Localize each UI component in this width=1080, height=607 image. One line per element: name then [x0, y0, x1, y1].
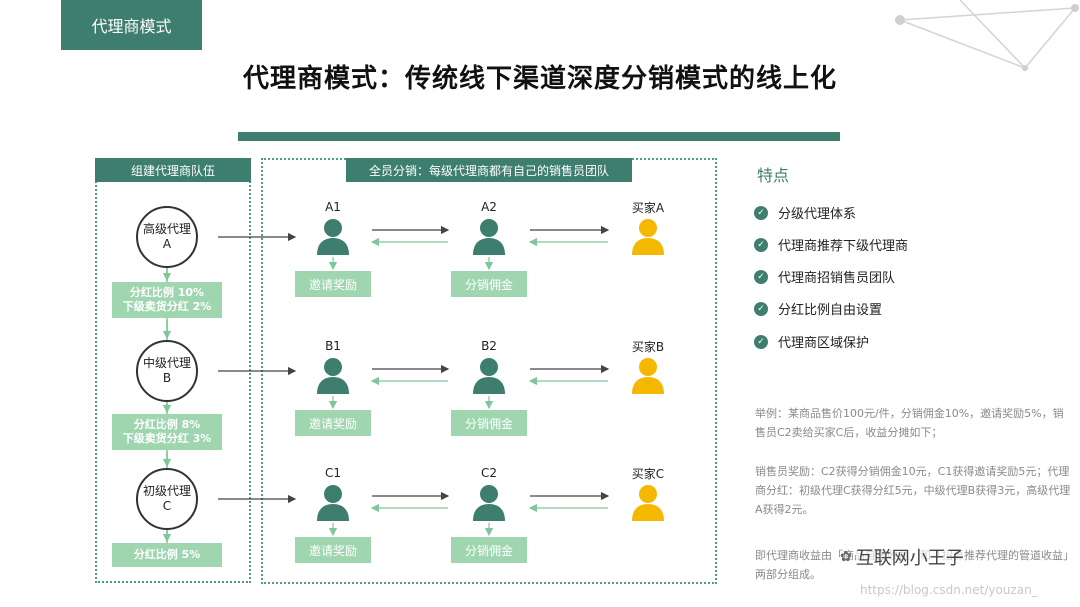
feature-item: ✓代理商招销售员团队	[754, 267, 895, 286]
commission-label: 分销佣金	[451, 410, 527, 436]
commission-label: 分销佣金	[451, 271, 527, 297]
check-icon: ✓	[754, 301, 768, 316]
watermark-text: ✿ 互联网小王子	[840, 544, 964, 570]
buyer-icon	[632, 358, 664, 394]
agent-letter: C	[162, 499, 172, 513]
salesperson-icon	[473, 219, 505, 255]
reward-note: 销售员奖励：C2获得分销佣金10元，C1获得邀请奖励5元；代理商分红：初级代理C…	[755, 465, 1071, 516]
salesperson-icon	[315, 483, 351, 525]
feature-item: ✓代理商推荐下级代理商	[754, 235, 908, 254]
agent-team-header: 组建代理商队伍	[95, 158, 251, 182]
salesperson-label: B1	[325, 339, 341, 353]
buyer-icon	[630, 217, 666, 259]
agent-letter: A	[162, 237, 172, 251]
check-icon: ✓	[754, 237, 768, 252]
section-tag: 代理商模式	[61, 0, 202, 50]
title-underline	[238, 132, 840, 141]
sales-team-header: 全员分销：每级代理商都有自己的销售员团队	[346, 158, 632, 182]
invite-reward-label: 邀请奖励	[295, 271, 371, 297]
salesperson-icon	[473, 485, 505, 521]
agent-node-junior: 初级代理 C	[136, 468, 198, 530]
salesperson-icon	[315, 356, 351, 398]
buyer-icon	[632, 219, 664, 255]
feature-item: ✓分红比例自由设置	[754, 299, 882, 318]
salesperson-icon	[473, 358, 505, 394]
sub-share-ratio: 下级卖货分红 2%	[122, 300, 212, 313]
commission-label: 分销佣金	[451, 537, 527, 563]
salesperson-label: A2	[481, 200, 497, 214]
check-icon: ✓	[754, 205, 768, 220]
check-icon: ✓	[754, 334, 768, 349]
invite-reward-label: 邀请奖励	[295, 537, 371, 563]
buyer-icon	[632, 485, 664, 521]
share-ratio: 分红比例 8%	[133, 418, 201, 431]
salesperson-icon	[317, 358, 349, 394]
agent-name: 高级代理	[142, 222, 191, 236]
salesperson-icon	[315, 217, 351, 259]
check-icon: ✓	[754, 269, 768, 284]
salesperson-label: C1	[324, 466, 341, 480]
salesperson-icon	[471, 217, 507, 259]
salesperson-icon	[471, 356, 507, 398]
share-box-middle: 分红比例 8% 下级卖货分红 3%	[112, 414, 222, 450]
share-ratio: 分红比例 5%	[133, 548, 201, 561]
buyer-label: 买家A	[631, 201, 665, 215]
invite-reward-label: 邀请奖励	[295, 410, 371, 436]
feature-item: ✓分级代理体系	[754, 203, 856, 222]
agent-name: 初级代理	[142, 484, 191, 498]
agent-node-middle: 中级代理 B	[136, 340, 198, 402]
salesperson-icon	[471, 483, 507, 525]
buyer-label: 买家C	[631, 467, 665, 481]
corner-network-decoration	[895, 0, 1079, 71]
wechat-icon: ✿	[840, 549, 852, 565]
sub-share-ratio: 下级卖货分红 3%	[122, 432, 212, 445]
feature-item: ✓代理商区域保护	[754, 332, 869, 351]
buyer-icon	[630, 356, 666, 398]
salesperson-icon	[317, 485, 349, 521]
share-box-senior: 分红比例 10% 下级卖货分红 2%	[112, 282, 222, 318]
share-ratio: 分红比例 10%	[129, 286, 205, 299]
salesperson-label: C2	[480, 466, 497, 480]
source-url: https://blog.csdn.net/youzan_	[860, 583, 1038, 597]
salesperson-label: B2	[481, 339, 497, 353]
salesperson-label: A1	[325, 200, 341, 214]
example-note: 举例：某商品售价100元/件，分销佣金10%，邀请奖励5%，销售员C2卖给买家C…	[755, 407, 1064, 439]
salesperson-icon	[317, 219, 349, 255]
features-title: 特点	[757, 166, 790, 185]
page-title: 代理商模式：传统线下渠道深度分销模式的线上化	[242, 64, 837, 94]
share-box-junior: 分红比例 5%	[112, 543, 222, 567]
buyer-icon	[630, 483, 666, 525]
agent-name: 中级代理	[142, 356, 191, 370]
agent-letter: B	[162, 371, 172, 385]
buyer-label: 买家B	[631, 340, 665, 354]
agent-node-senior: 高级代理 A	[136, 206, 198, 268]
